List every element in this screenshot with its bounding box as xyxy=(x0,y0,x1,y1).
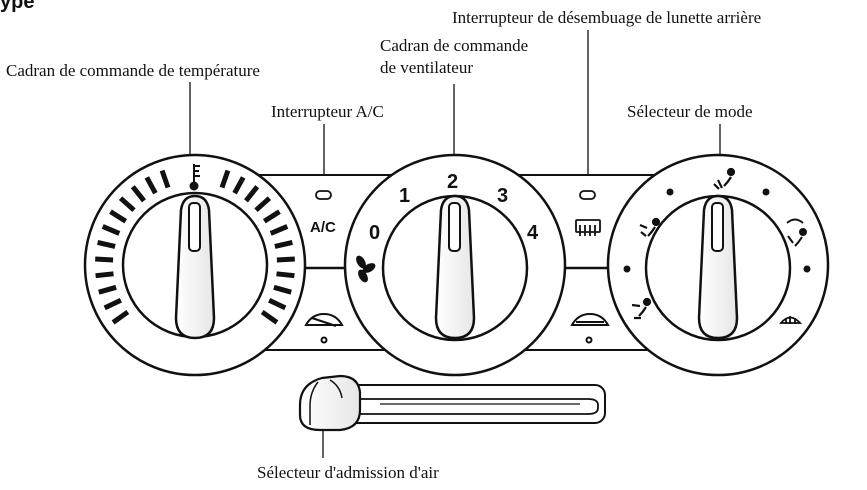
air-intake-selector[interactable] xyxy=(298,374,606,432)
rear-defrost-callout: Interrupteur de désembuage de lunette ar… xyxy=(452,8,762,27)
air-intake-track-slot xyxy=(360,398,599,415)
temperature-tick xyxy=(276,271,295,279)
mode-face-icon xyxy=(713,167,736,190)
temperature-tick xyxy=(109,209,128,224)
ac-label: A/C xyxy=(310,219,336,236)
temperature-tick xyxy=(98,284,117,295)
temperature-dial[interactable] xyxy=(83,153,307,377)
fan-speed-4: 4 xyxy=(527,222,539,244)
temperature-tick xyxy=(262,209,281,224)
air-intake-lever-body xyxy=(298,374,362,432)
fan-dial-callout: Cadran de commande de ventilateur xyxy=(380,35,580,79)
rear-defrost-icon xyxy=(575,219,601,236)
fan-speed-2: 2 xyxy=(447,171,458,193)
fan-icon xyxy=(356,255,376,283)
temperature-tick xyxy=(130,185,146,203)
mode-selector[interactable] xyxy=(606,153,830,377)
temperature-tick xyxy=(118,196,136,213)
temperature-tick xyxy=(274,239,293,249)
fresh-air-icon xyxy=(570,312,610,344)
mode-selector-callout: Sélecteur de mode xyxy=(627,102,753,121)
fan-dial-callout-line2: de ventilateur xyxy=(380,58,473,77)
header-fragment: ype xyxy=(0,0,35,13)
mode-position-dots xyxy=(623,188,811,273)
temperature-tick xyxy=(97,239,116,249)
mode-face-feet-icon xyxy=(639,217,661,237)
air-intake-lever[interactable] xyxy=(298,374,362,432)
temperature-tick xyxy=(269,224,289,236)
fan-speed-1: 1 xyxy=(399,185,410,207)
fan-dial[interactable]: 0 1 2 3 4 xyxy=(343,153,567,377)
temperature-tick xyxy=(95,271,114,279)
fan-knob[interactable] xyxy=(434,194,476,340)
fan-knob-grip xyxy=(434,194,476,340)
temperature-tick xyxy=(244,185,260,203)
ac-indicator-light xyxy=(315,190,332,200)
temperature-knob[interactable] xyxy=(174,194,216,340)
fan-knob-indicator xyxy=(448,202,461,252)
rear-defrost-indicator-light xyxy=(579,190,596,200)
mode-feet-defrost-icon xyxy=(786,218,807,247)
air-intake-callout: Sélecteur d'admission d'air xyxy=(257,463,439,482)
temperature-tick xyxy=(276,256,295,263)
ac-switch-callout: Interrupteur A/C xyxy=(271,102,384,121)
temperature-knob-grip xyxy=(174,194,216,340)
mode-knob[interactable] xyxy=(697,194,739,340)
temperature-tick xyxy=(103,297,122,311)
temperature-tick xyxy=(273,284,292,295)
mode-knob-grip xyxy=(697,194,739,340)
temperature-scale-ticks xyxy=(95,169,295,325)
recirculation-icon xyxy=(304,312,344,344)
temperature-tick xyxy=(232,176,246,195)
temperature-tick xyxy=(144,176,158,195)
thermometer-icon xyxy=(189,164,200,191)
mode-defrost-icon xyxy=(779,316,803,324)
fan-speed-3: 3 xyxy=(497,185,508,207)
temperature-tick xyxy=(159,169,171,189)
temperature-tick xyxy=(268,297,287,311)
temperature-dial-callout: Cadran de commande de température xyxy=(6,61,260,80)
temperature-tick xyxy=(219,169,231,189)
temperature-tick xyxy=(254,196,272,213)
rear-defrost-switch[interactable] xyxy=(575,190,601,236)
mode-feet-icon xyxy=(631,297,652,320)
temperature-tick xyxy=(111,309,130,325)
temperature-knob-indicator xyxy=(188,202,201,252)
ac-switch[interactable]: A/C xyxy=(310,190,336,236)
temperature-tick xyxy=(101,224,121,236)
fan-speed-0: 0 xyxy=(369,222,380,244)
fan-dial-callout-line1: Cadran de commande xyxy=(380,36,529,55)
temperature-tick xyxy=(95,256,114,263)
mode-knob-indicator xyxy=(711,202,724,252)
temperature-tick xyxy=(260,309,279,325)
